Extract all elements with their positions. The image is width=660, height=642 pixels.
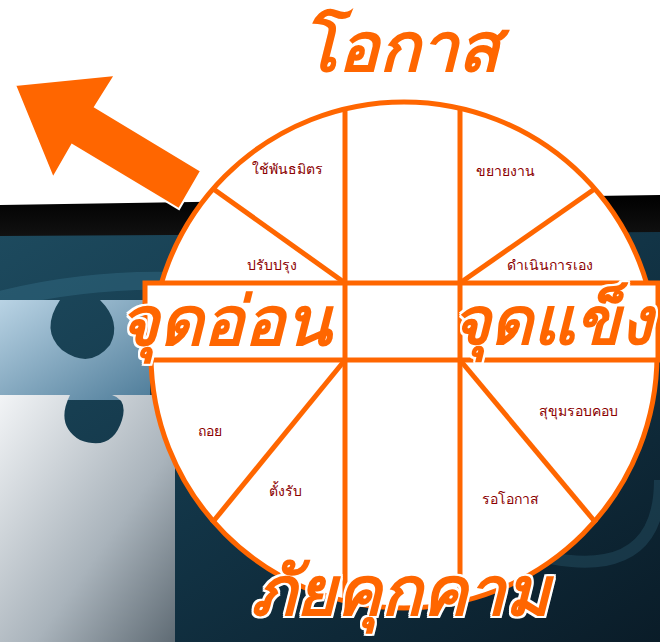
divider-line xyxy=(343,109,348,601)
quadrant-title: ภัยคุกคาม xyxy=(251,548,550,636)
strategy-label: สุขุมรอบคอบ xyxy=(539,403,618,421)
strategy-label: ตั้งรับ xyxy=(269,483,302,501)
quadrant-title: จุดอ่อน xyxy=(119,278,331,366)
divider-line xyxy=(460,360,596,523)
quadrant-title: จุดแข็ง xyxy=(452,279,652,364)
big-arrow xyxy=(15,75,201,209)
divider-line xyxy=(212,360,345,523)
strategy-label: ขยายงาน xyxy=(476,163,535,181)
divider-line xyxy=(212,188,345,283)
quadrant-title: โอกาส xyxy=(301,4,500,92)
strategy-label: ถอย xyxy=(198,423,222,441)
strategy-label: ดำเนินการเอง xyxy=(507,257,593,275)
strategy-label: ใช้พันธมิตร xyxy=(252,161,323,179)
strategy-label: รอโอกาส xyxy=(482,491,539,509)
puzzle-piece xyxy=(0,395,175,642)
divider-line xyxy=(460,188,596,283)
strategy-label: ปรับปรุง xyxy=(247,257,297,275)
